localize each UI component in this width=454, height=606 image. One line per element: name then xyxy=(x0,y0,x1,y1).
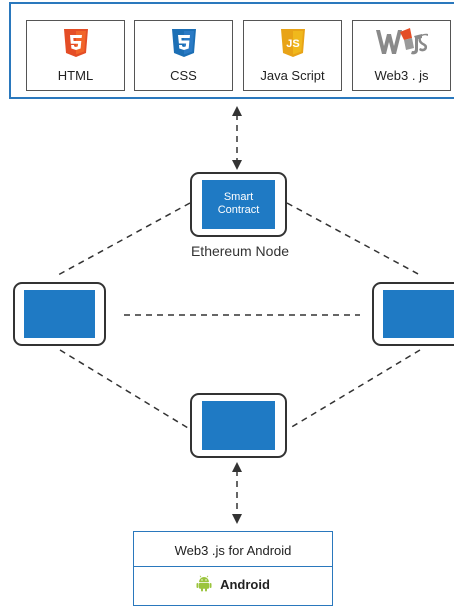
peer-tablet-right xyxy=(372,282,454,346)
tech-label-css: CSS xyxy=(170,68,197,83)
css3-icon xyxy=(171,29,196,57)
frontend-tech-frame xyxy=(9,2,454,99)
tech-label-javascript: Java Script xyxy=(260,68,325,83)
arrowhead-down-top xyxy=(232,160,242,170)
android-icon xyxy=(196,575,212,592)
javascript-icon: JS xyxy=(280,29,305,57)
arrowhead-up-top xyxy=(232,106,242,116)
tech-card-web3js: Web3 . js xyxy=(352,20,451,91)
android-row: Android xyxy=(134,575,332,592)
smart-contract-label: Smart Contract xyxy=(217,191,260,216)
android-box-divider xyxy=(134,566,332,567)
arrowhead-down-bottom xyxy=(232,514,242,524)
link-node-left xyxy=(57,202,191,276)
peer-screen-bottom xyxy=(202,401,275,450)
html5-icon xyxy=(63,29,88,57)
web3js-icon xyxy=(375,28,428,55)
tech-card-javascript: JS Java Script xyxy=(243,20,342,91)
ethereum-node-tablet: Smart Contract xyxy=(190,172,287,237)
svg-text:JS: JS xyxy=(286,38,299,50)
tech-label-web3js: Web3 . js xyxy=(374,68,429,83)
peer-tablet-bottom xyxy=(190,393,287,458)
link-left-bottom xyxy=(59,349,189,429)
tech-card-html: HTML xyxy=(26,20,125,91)
peer-screen-right xyxy=(383,290,454,338)
android-client-box: Web3 .js for Android Android xyxy=(133,531,333,606)
web3js-android-title: Web3 .js for Android xyxy=(174,543,292,558)
link-right-bottom xyxy=(289,349,421,429)
tech-card-css: CSS xyxy=(134,20,233,91)
peer-screen-left xyxy=(24,290,95,338)
peer-tablet-left xyxy=(13,282,106,346)
ethereum-node-label: Ethereum Node xyxy=(190,243,290,259)
android-label: Android xyxy=(220,577,270,592)
smart-contract-screen: Smart Contract xyxy=(202,180,275,229)
link-node-right xyxy=(286,202,421,276)
tech-label-html: HTML xyxy=(57,68,94,83)
arrowhead-up-bottom xyxy=(232,462,242,472)
